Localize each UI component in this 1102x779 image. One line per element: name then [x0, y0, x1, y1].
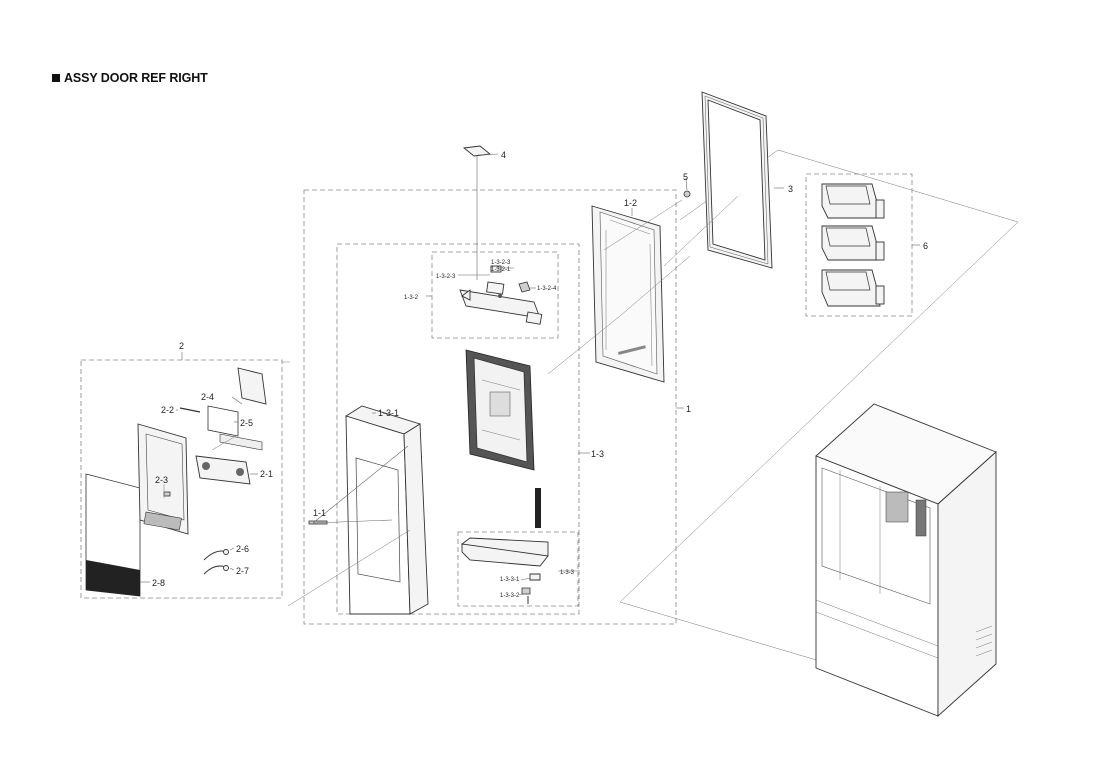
- label-4: 4: [501, 150, 506, 160]
- label-6: 6: [923, 241, 928, 251]
- label-1: 1: [686, 404, 691, 414]
- door-bin-1: [821, 183, 885, 219]
- label-2-7: 2-7: [236, 566, 249, 576]
- hinge-bracket-assy: [459, 265, 543, 325]
- label-2-4: 2-4: [201, 392, 214, 402]
- label-2-5: 2-5: [240, 418, 253, 428]
- label-1-3-2: 1-3-2: [404, 295, 419, 301]
- assembly-box-1-3: [336, 243, 580, 615]
- label-3: 3: [788, 184, 793, 194]
- assembly-box-2: [80, 359, 283, 599]
- diagram-title: ASSY DOOR REF RIGHT: [52, 71, 208, 85]
- label-1-3-2-4: 1-3-2-4: [537, 286, 557, 292]
- label-1-3-1: 1-3-1: [378, 408, 399, 418]
- outer-door-panel: [344, 405, 429, 615]
- lower-cap-assy: [460, 537, 549, 604]
- leader-lines: [140, 153, 920, 607]
- assembly-box-1-3-2: [431, 251, 559, 339]
- door-gasket: [701, 91, 773, 269]
- label-1-3-3-1: 1-3-3-1: [500, 577, 520, 583]
- label-2-2: 2-2: [161, 405, 174, 415]
- screw-5: [683, 190, 691, 198]
- diagram-title-text: ASSY DOOR REF RIGHT: [64, 71, 208, 85]
- refrigerator-body: [815, 403, 997, 718]
- assembly-box-1-3-3: [457, 531, 579, 607]
- label-1-3-2-3-top: 1-3-2-3: [491, 260, 511, 266]
- inner-door-frame: [465, 349, 535, 471]
- label-1-3-3-2: 1-3-3-2: [500, 593, 520, 599]
- label-2-8: 2-8: [152, 578, 165, 588]
- screws-1-1: [308, 445, 409, 525]
- label-1-2: 1-2: [624, 198, 637, 208]
- door-liner: [591, 205, 665, 383]
- label-1-3: 1-3: [591, 449, 604, 459]
- door-bins: [821, 183, 885, 307]
- label-1-3-2-1: 1-3-2-1: [491, 267, 511, 273]
- label-1-3-2-3-left: 1-3-2-3: [436, 274, 456, 280]
- label-2-3: 2-3: [155, 475, 168, 485]
- cover-4: [462, 145, 492, 157]
- title-square-icon: [52, 74, 60, 82]
- dispenser-assy-2: [85, 367, 267, 597]
- rod: [535, 488, 541, 528]
- label-5: 5: [683, 172, 688, 182]
- part-labels: 4 5 3 1-2 6 1 1-3 1-3-1 1-1 1-3-2 1-3-2-…: [152, 150, 928, 599]
- label-2-6: 2-6: [236, 544, 249, 554]
- label-2-1: 2-1: [260, 469, 273, 479]
- door-bin-3: [821, 269, 885, 307]
- assembly-box-1: [303, 189, 677, 625]
- label-1-3-3: 1-3-3: [560, 570, 575, 576]
- label-2: 2: [179, 341, 184, 351]
- label-1-1: 1-1: [313, 508, 326, 518]
- door-bin-2: [821, 225, 885, 261]
